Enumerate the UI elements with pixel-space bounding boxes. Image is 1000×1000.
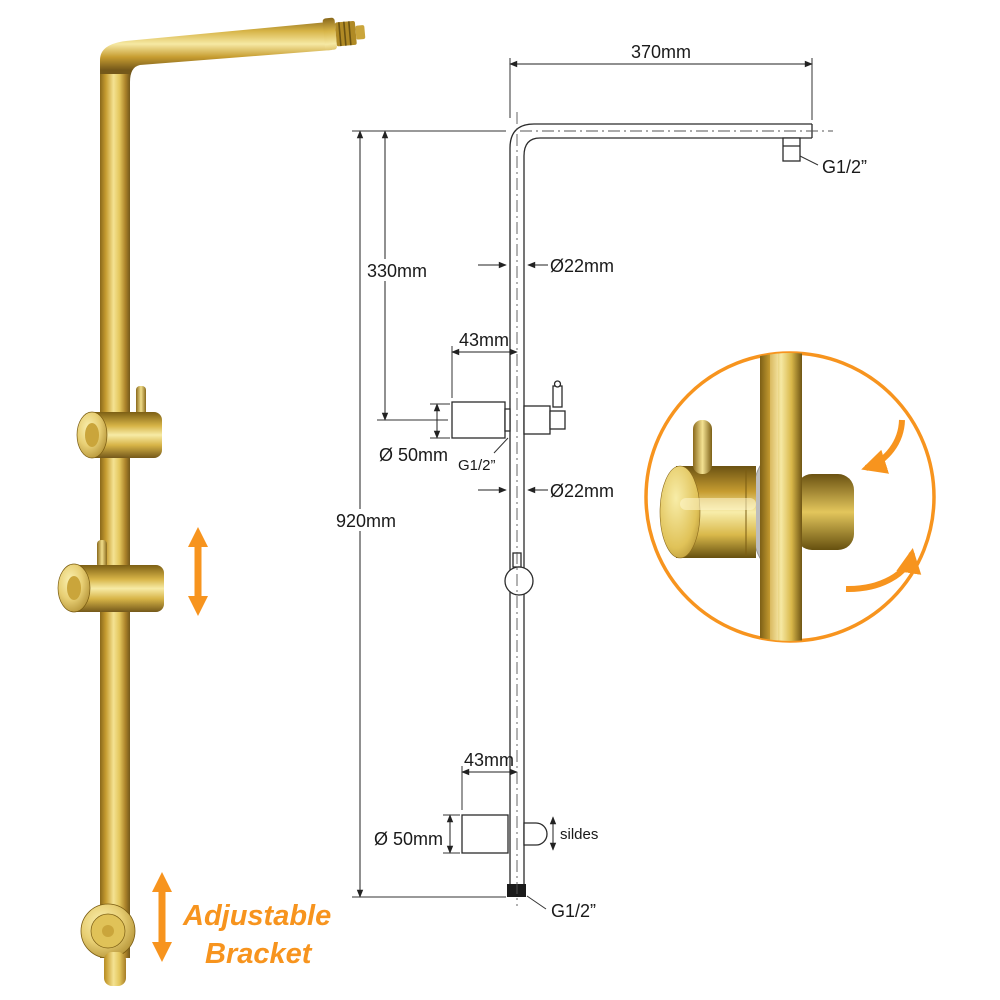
lower-bracket	[57, 540, 164, 613]
lower-bracket-body	[68, 565, 164, 612]
label-slides: sildes	[560, 826, 598, 843]
technical-drawing: 370mm G1/2” 330mm Ø22mm 43mm Ø 50mm G1/2…	[330, 42, 867, 921]
dim-upper-height: 330mm	[367, 261, 427, 281]
lower-bracket-pin	[97, 540, 107, 568]
dim-pipe-dia-lower: Ø22mm	[550, 481, 614, 501]
inset-bracket-cap	[659, 465, 701, 559]
bottom-mount-center	[102, 925, 114, 937]
upper-bracket-drawing	[451, 380, 566, 439]
dim-bracket-dia-lower: Ø 50mm	[374, 829, 443, 849]
lower-bracket-face-center	[67, 576, 81, 600]
upper-bracket-face-center	[85, 423, 99, 447]
slider-drawing	[504, 552, 534, 596]
dim-bracket-depth-lower: 43mm	[464, 750, 514, 770]
lower-bracket-drawing	[461, 814, 548, 854]
inset-content	[659, 353, 854, 641]
slide-arrow-mid	[188, 527, 208, 616]
dim-bracket-depth-upper: 43mm	[459, 330, 509, 350]
annotation-bracket: Bracket	[205, 938, 313, 970]
bottom-thread-band	[507, 884, 526, 897]
inset-body-highlight	[680, 498, 756, 510]
inset-bracket-right	[796, 474, 854, 550]
dim-thread-mid: G1/2”	[458, 457, 496, 474]
arm-thread-fitting	[322, 17, 366, 51]
shower-arm	[100, 22, 332, 82]
rotate-arrow-bottom	[845, 548, 922, 593]
annotation-adjustable: Adjustable	[182, 900, 331, 932]
upper-bracket	[76, 386, 162, 459]
dim-top-width: 370mm	[631, 42, 691, 62]
inset-rail-highlight	[770, 353, 778, 641]
rail-end-tip	[104, 952, 126, 986]
upper-bracket-pin	[136, 386, 146, 416]
label-backer-330	[361, 259, 433, 281]
dim-thread-top: G1/2”	[822, 157, 867, 177]
dim-bracket-dia-upper: Ø 50mm	[379, 445, 448, 465]
inset-pin	[693, 420, 712, 474]
pipe-outline-outer	[509, 123, 812, 884]
product-photo: Adjustable Bracket	[57, 17, 366, 986]
zoom-inset	[644, 351, 936, 643]
dim-pipe-dia-upper: Ø22mm	[550, 256, 614, 276]
slide-arrow-bottom	[152, 872, 172, 962]
top-connector	[782, 137, 801, 162]
pipe-outline-inner	[523, 137, 812, 884]
dim-thread-bottom: G1/2”	[551, 901, 596, 921]
rotate-arrow-top	[861, 419, 905, 474]
riser-rail	[100, 74, 130, 958]
inset-rail	[760, 353, 802, 641]
label-backer-920	[330, 509, 402, 531]
dim-total-height: 920mm	[336, 511, 396, 531]
